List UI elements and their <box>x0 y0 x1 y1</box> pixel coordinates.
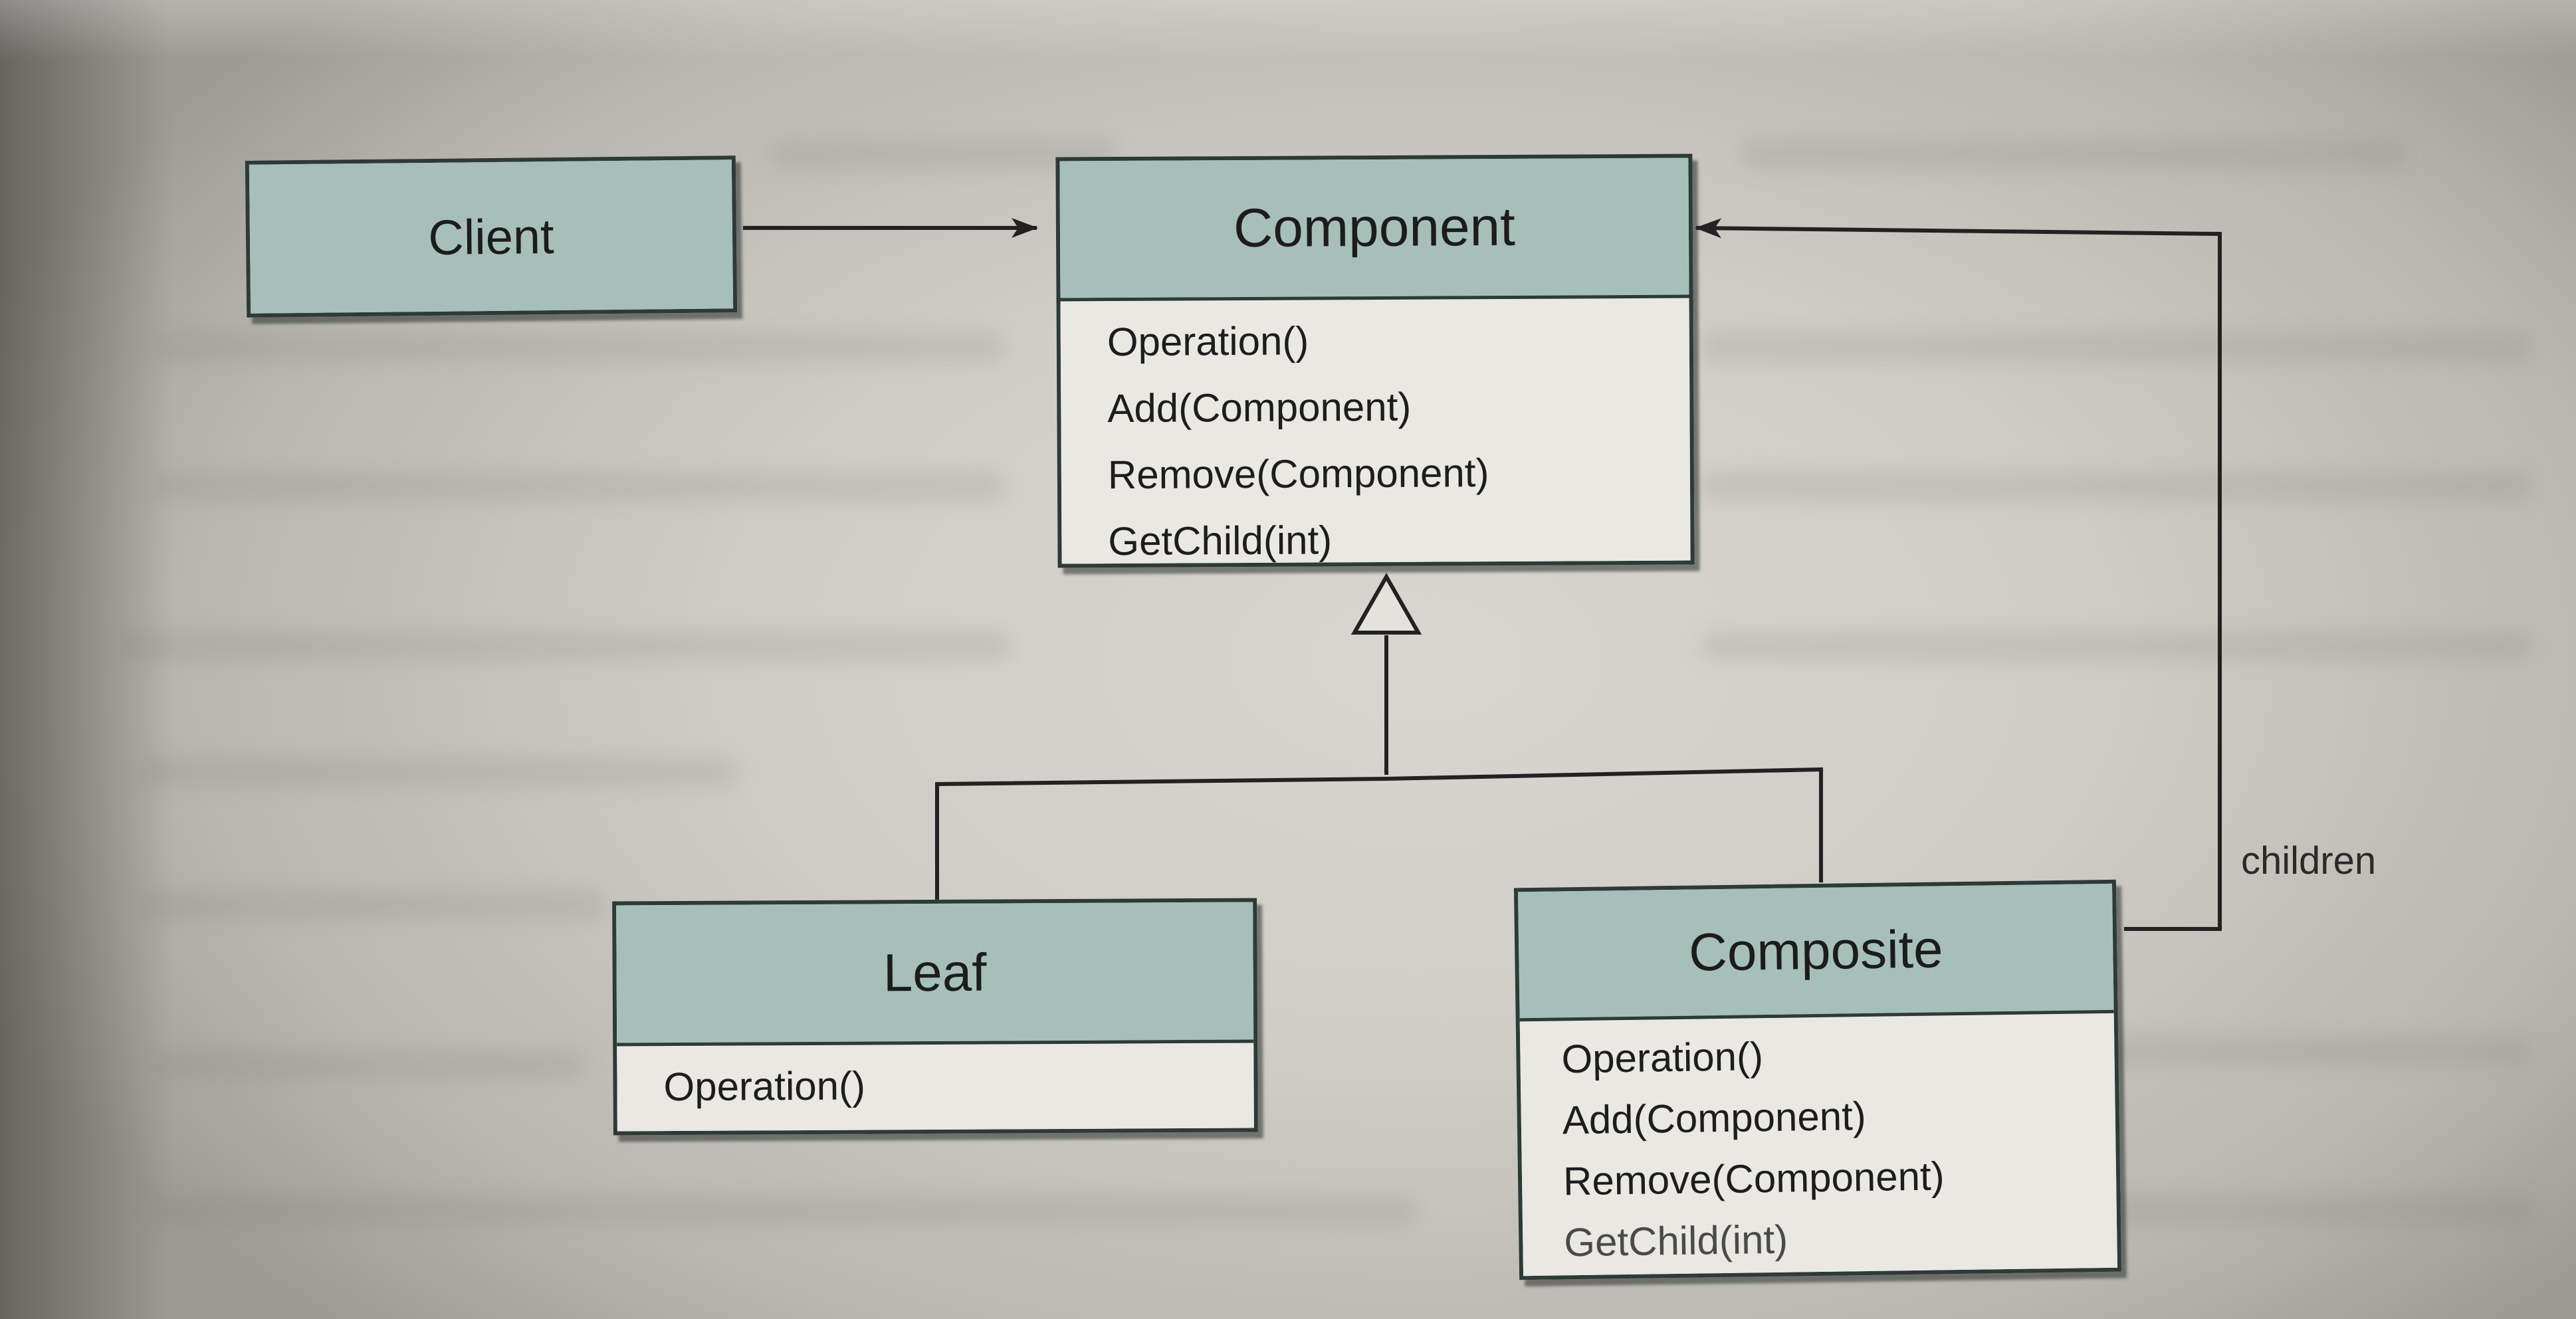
component-operation: GetChild(int) <box>1108 518 1333 564</box>
generalization-triangle <box>1350 572 1422 635</box>
component-operation: Add(Component) <box>1107 384 1412 431</box>
component-class: Component Operation() Add(Component) Rem… <box>1055 153 1695 568</box>
bleed-through-text <box>140 890 605 920</box>
bleed-through-text <box>1741 140 2406 169</box>
children-aggregation <box>1695 218 2222 931</box>
generalization-branch <box>935 767 1823 904</box>
composite-operation: Add(Component) <box>1562 1093 1867 1143</box>
composite-operation: Operation() <box>1561 1034 1764 1082</box>
bleed-through-text <box>1701 631 2532 660</box>
bleed-through-text <box>153 332 1004 361</box>
bleed-through-text <box>1701 472 2532 501</box>
leaf-class-name: Leaf <box>883 942 987 1002</box>
client-class-name: Client <box>427 208 555 265</box>
bleed-through-text <box>1701 332 2532 361</box>
bleed-through-text <box>2093 1037 2532 1066</box>
bleed-through-text <box>120 631 1010 660</box>
component-class-name: Component <box>1233 196 1516 259</box>
client-class: Client <box>245 155 738 318</box>
component-class-header: Component <box>1059 157 1689 298</box>
composite-operations: Operation() Add(Component) Remove(Compon… <box>1519 1009 2117 1276</box>
composite-class-name: Composite <box>1688 919 1944 982</box>
page-highlight <box>0 0 2576 60</box>
bleed-through-text <box>140 758 738 787</box>
bleed-through-text <box>153 1050 585 1079</box>
page-shadow <box>0 0 173 1319</box>
client-class-header: Client <box>249 159 734 314</box>
component-operations: Operation() Add(Component) Remove(Compon… <box>1060 294 1691 564</box>
composite-class-header: Composite <box>1518 883 2114 1019</box>
component-operation: Remove(Component) <box>1107 451 1489 498</box>
bleed-through-text <box>153 472 1004 501</box>
bleed-through-text <box>2093 1196 2532 1225</box>
leaf-class: Leaf Operation() <box>612 898 1258 1136</box>
leaf-operation: Operation() <box>663 1063 866 1110</box>
leaf-class-header: Leaf <box>616 902 1254 1043</box>
composite-operation: GetChild(int) <box>1563 1217 1788 1265</box>
bleed-through-text <box>153 1196 1416 1225</box>
children-label: children <box>2241 839 2377 882</box>
composite-class: Composite Operation() Add(Component) Rem… <box>1513 879 2122 1280</box>
leaf-operations: Operation() <box>617 1039 1254 1132</box>
component-operation: Operation() <box>1107 318 1309 365</box>
composite-operation: Remove(Component) <box>1562 1154 1945 1204</box>
